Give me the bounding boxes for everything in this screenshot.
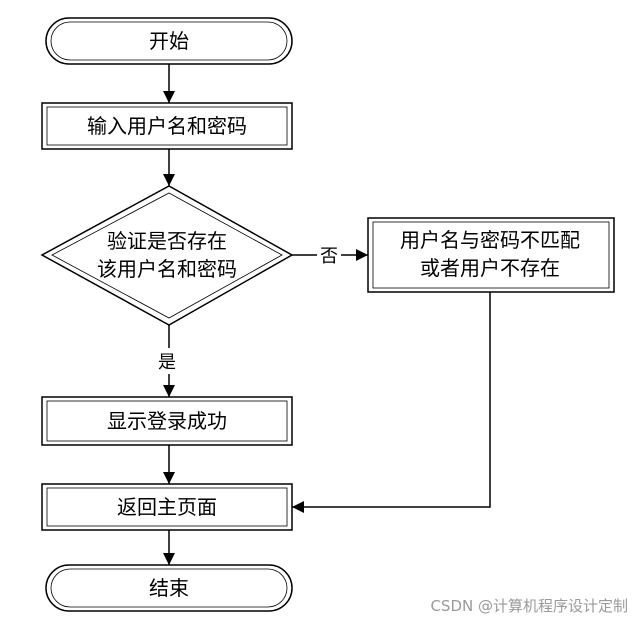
yes-branch-label: 是 — [158, 352, 176, 373]
input-credentials-box: 输入用户名和密码 — [41, 102, 293, 150]
csdn-watermark: CSDN @计算机程序设计定制 — [430, 597, 628, 615]
error-label-line1: 用户名与密码不匹配 — [400, 228, 580, 252]
return-home-box: 返回主页面 — [41, 483, 293, 531]
verify-decision-diamond: 验证是否存在 该用户名和密码 — [40, 185, 294, 326]
arrow-error-to-return — [292, 292, 491, 513]
no-branch-label: 否 — [320, 246, 338, 267]
no-label-bg — [317, 243, 341, 267]
login-success-box: 显示登录成功 — [41, 396, 293, 446]
login-success-label: 显示登录成功 — [107, 409, 227, 433]
end-terminator: 结束 — [45, 564, 293, 612]
start-terminator: 开始 — [45, 17, 293, 65]
end-label: 结束 — [149, 576, 189, 600]
start-label: 开始 — [149, 29, 189, 53]
yes-label-bg — [155, 348, 181, 374]
return-home-label: 返回主页面 — [117, 495, 217, 519]
mismatch-error-box: 用户名与密码不匹配 或者用户不存在 — [367, 217, 615, 293]
verify-label-line2: 该用户名和密码 — [97, 257, 237, 281]
input-credentials-label: 输入用户名和密码 — [87, 114, 247, 138]
error-label-line2: 或者用户不存在 — [420, 256, 560, 280]
verify-label-line1: 验证是否存在 — [107, 229, 227, 253]
